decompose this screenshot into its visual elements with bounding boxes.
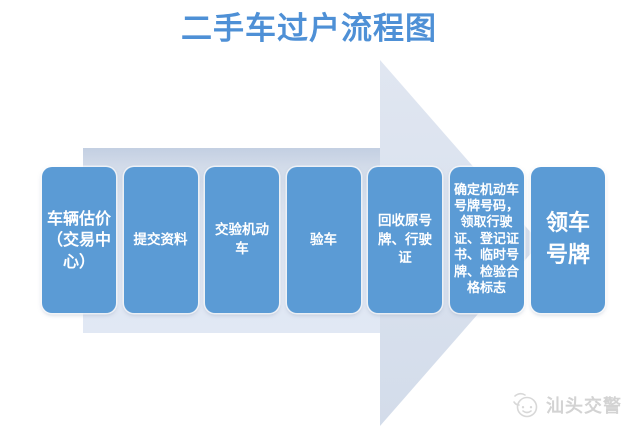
process-steps-row: 车辆估价（交易中心） 提交资料 交验机动车 验车 回收原号牌、行驶证 确定机动车… xyxy=(42,167,605,313)
step-box-submit-materials: 提交资料 xyxy=(123,167,198,313)
step-box-vehicle-valuation: 车辆估价（交易中心） xyxy=(42,167,116,313)
step-box-confirm-plate-number: 确定机动车号牌号码，领取行驶证、登记证书、临时号牌、检验合格标志 xyxy=(449,167,524,313)
step-box-vehicle-check: 验车 xyxy=(286,167,361,313)
step-label: 确定机动车号牌号码，领取行驶证、登记证书、临时号牌、检验合格标志 xyxy=(453,182,519,296)
step-box-receive-plate: 领车号牌 xyxy=(531,167,605,313)
smiley-mascot-icon xyxy=(513,392,538,418)
step-box-vehicle-handover-inspection: 交验机动车 xyxy=(205,167,279,313)
step-box-recover-old-plate: 回收原号牌、行驶证 xyxy=(368,167,442,313)
step-label: 提交资料 xyxy=(133,231,188,248)
step-label: 交验机动车 xyxy=(215,222,269,257)
page-title: 二手车过户流程图 xyxy=(181,11,437,47)
step-label: 验车 xyxy=(310,231,337,248)
step-label: 回收原号牌、行驶证 xyxy=(378,212,432,267)
step-label: 车辆估价（交易中心） xyxy=(47,208,112,271)
step-label: 领车号牌 xyxy=(545,211,590,268)
watermark-text: 汕头交警 xyxy=(546,396,622,417)
watermark: 汕头交警 xyxy=(511,389,622,421)
